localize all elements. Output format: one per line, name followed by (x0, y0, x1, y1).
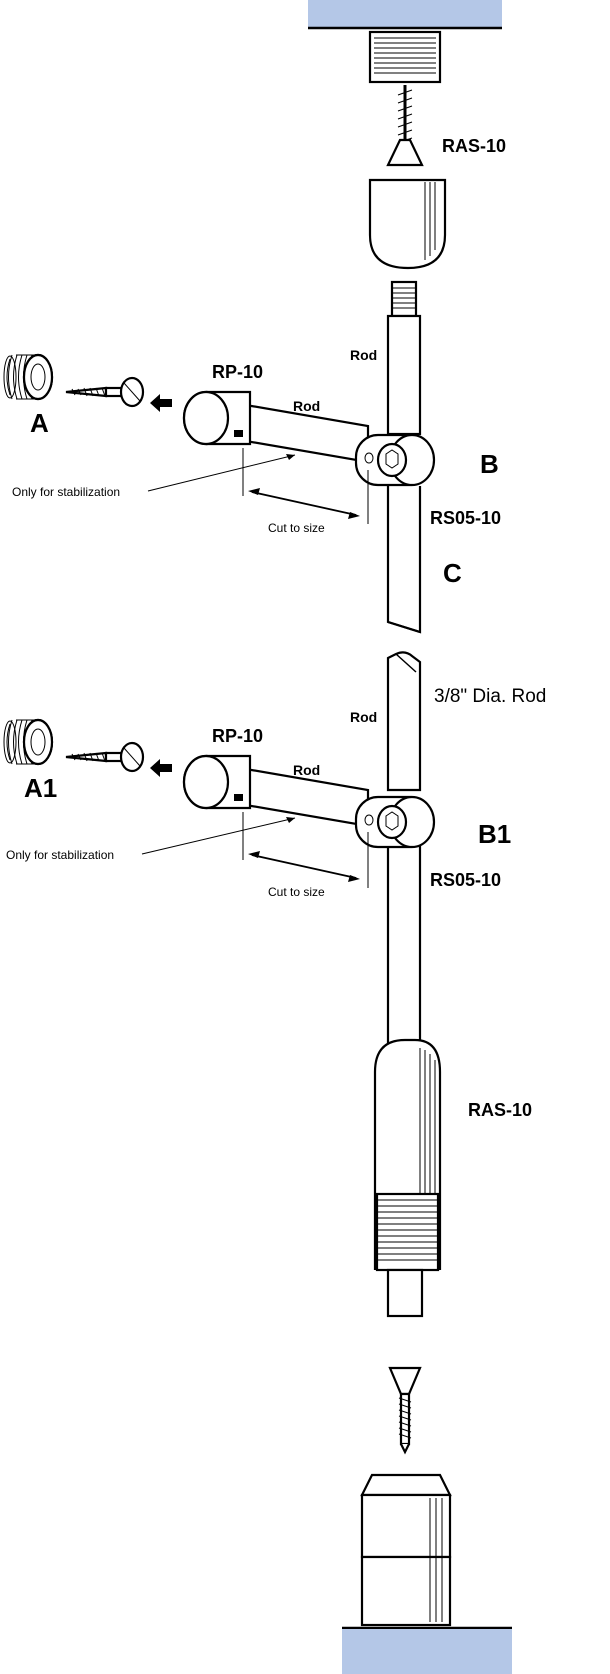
label-rod-horizontal-bottom: Rod (293, 762, 320, 778)
stabilization-leader-bottom (141, 817, 296, 855)
horizontal-wood-screw-a1 (64, 741, 145, 773)
direction-arrow-a1 (150, 759, 172, 777)
rp-end-cap-top (182, 390, 252, 446)
bottom-wood-screw (388, 1366, 422, 1454)
label-a1: A1 (24, 773, 57, 803)
top-rod-end-cap (368, 178, 447, 270)
label-cut-bottom: Cut to size (268, 885, 325, 899)
label-stabilization-top: Only for stabilization (12, 485, 120, 499)
label-rod-vertical-top: Rod (350, 347, 377, 363)
label-ras-bottom: RAS-10 (468, 1100, 532, 1120)
label-b1: B1 (478, 819, 511, 849)
bottom-threaded-insert (360, 1473, 452, 1627)
direction-arrow-a (150, 394, 172, 412)
bottom-rod-sleeve (373, 1038, 442, 1318)
label-cut-top: Cut to size (268, 521, 325, 535)
label-rs-bottom: RS05-10 (430, 870, 501, 890)
label-rod-horizontal-top: Rod (293, 398, 320, 414)
stabilization-leader-top (147, 454, 296, 492)
label-stabilization-bottom: Only for stabilization (6, 848, 114, 862)
upper-vertical-rod (386, 280, 422, 634)
floor-mount-plate (342, 1629, 512, 1674)
anchor-plug-a1 (2, 718, 54, 766)
label-rod-diameter: 3/8" Dia. Rod (434, 686, 546, 707)
cut-dimension-top (242, 448, 369, 524)
label-a: A (30, 408, 49, 438)
label-rs-top: RS05-10 (430, 508, 501, 528)
label-rp-bottom: RP-10 (212, 726, 263, 746)
horizontal-wood-screw-a (64, 376, 145, 408)
label-c: C (443, 558, 462, 588)
rp-end-cap-bottom (182, 754, 252, 810)
label-rod-vertical-bottom: Rod (350, 709, 377, 725)
top-wood-screw (386, 85, 424, 167)
top-threaded-insert (368, 30, 442, 84)
label-ras-top: RAS-10 (442, 136, 506, 156)
anchor-plug-a (2, 353, 54, 401)
ceiling-mount-plate (308, 0, 502, 28)
label-rp-top: RP-10 (212, 362, 263, 382)
lower-vertical-rod (386, 651, 422, 1064)
cut-dimension-bottom (242, 812, 369, 888)
label-b: B (480, 449, 499, 479)
